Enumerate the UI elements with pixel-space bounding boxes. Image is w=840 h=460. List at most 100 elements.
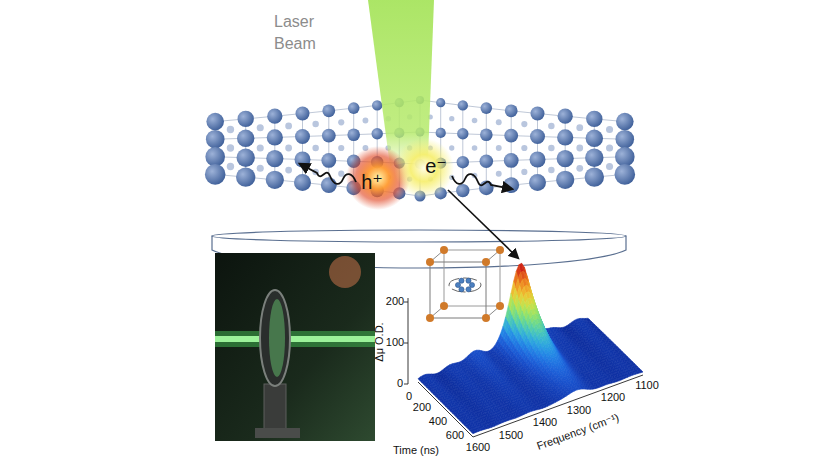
photo-base bbox=[255, 428, 300, 438]
lattice-atom bbox=[529, 174, 546, 191]
lattice-atom bbox=[504, 129, 518, 143]
lattice-ion bbox=[338, 171, 344, 177]
lattice-atom bbox=[456, 184, 469, 197]
lattice-ion bbox=[472, 118, 478, 124]
lattice-ion bbox=[606, 126, 613, 133]
lattice-atom bbox=[458, 100, 468, 110]
photo-beam-halo bbox=[215, 331, 375, 347]
lattice-atom bbox=[586, 130, 603, 147]
lattice-atom bbox=[348, 102, 360, 114]
lattice-ion bbox=[285, 123, 292, 130]
lattice-ion bbox=[312, 145, 319, 152]
lattice-atom bbox=[530, 152, 546, 168]
lattice-ion bbox=[576, 124, 583, 131]
lattice-ion bbox=[449, 145, 454, 150]
lattice-atom bbox=[372, 100, 382, 110]
hole-diffusion-arrow bbox=[300, 164, 356, 184]
lattice-ion bbox=[257, 144, 264, 151]
lattice-atom bbox=[615, 164, 636, 185]
lattice-atom bbox=[457, 128, 468, 139]
lattice-atom bbox=[481, 102, 493, 114]
photo-beam-core bbox=[215, 336, 375, 342]
lattice-atom bbox=[531, 107, 545, 121]
lattice-ion bbox=[285, 167, 292, 174]
lattice-ion bbox=[338, 145, 344, 151]
substrate-top bbox=[212, 230, 626, 242]
lattice-atom bbox=[585, 149, 603, 167]
photo-post bbox=[264, 384, 286, 434]
lattice-atom bbox=[557, 150, 574, 167]
photo-lens-mount bbox=[260, 290, 290, 386]
lattice-atom bbox=[321, 153, 336, 168]
lattice-ion bbox=[227, 144, 234, 151]
lattice-atom bbox=[267, 129, 283, 145]
lattice-atom bbox=[295, 129, 310, 144]
lattice-ion bbox=[285, 145, 292, 152]
lattice-atom bbox=[206, 130, 225, 149]
electron-glow bbox=[394, 138, 454, 198]
lattice-atom bbox=[503, 177, 519, 193]
lattice-ion bbox=[257, 124, 264, 131]
lattice-atom bbox=[267, 109, 282, 124]
lattice-ion bbox=[521, 121, 527, 127]
lattice-atom bbox=[372, 128, 383, 139]
lab-photo bbox=[215, 253, 375, 441]
photo-lens bbox=[269, 299, 285, 377]
lattice-atom bbox=[322, 104, 335, 117]
lattice-ion bbox=[548, 123, 555, 129]
photo-reflection bbox=[329, 256, 361, 288]
lattice-atom bbox=[436, 98, 445, 107]
lattice-ion bbox=[449, 116, 454, 121]
lattice-ion bbox=[496, 119, 502, 125]
lattice-ion bbox=[606, 144, 613, 151]
lattice-atom bbox=[615, 147, 635, 167]
lattice-atom bbox=[237, 130, 254, 147]
lattice-ion bbox=[363, 118, 369, 124]
pointer-arrow bbox=[448, 190, 518, 258]
lattice-atom bbox=[347, 128, 360, 141]
lattice-ion bbox=[576, 145, 583, 152]
lattice-atom bbox=[205, 147, 225, 167]
lattice-atom bbox=[480, 128, 493, 141]
lattice-atom bbox=[322, 129, 336, 143]
lattice-atom bbox=[585, 167, 604, 186]
lattice-atom bbox=[237, 149, 255, 167]
lattice-atom bbox=[480, 155, 494, 169]
lattice-ion bbox=[548, 167, 555, 174]
lattice-atom bbox=[266, 150, 283, 167]
electron-diffusion-arrow bbox=[452, 174, 512, 189]
lattice-atom bbox=[556, 171, 574, 189]
lattice-ion bbox=[496, 145, 502, 151]
lattice-atom bbox=[616, 113, 634, 131]
lattice-ion bbox=[548, 145, 555, 152]
lattice-atom bbox=[504, 153, 519, 168]
lattice-ion bbox=[606, 163, 613, 170]
lattice-atom bbox=[236, 167, 255, 186]
lattice-atom bbox=[586, 111, 602, 127]
lattice-ion bbox=[338, 119, 344, 125]
lattice-atom bbox=[296, 107, 310, 121]
lattice-atom bbox=[558, 109, 573, 124]
spectral-surface bbox=[418, 263, 643, 433]
lattice-atom bbox=[321, 177, 337, 193]
lattice-ion bbox=[257, 165, 264, 172]
lattice-atom bbox=[530, 129, 545, 144]
lattice-atom bbox=[294, 174, 311, 191]
lattice-ion bbox=[472, 145, 478, 151]
lattice-ion bbox=[312, 121, 319, 128]
lattice-atom bbox=[238, 111, 254, 127]
lattice-atom bbox=[266, 171, 284, 189]
lattice-atom bbox=[205, 164, 226, 185]
lattice-ion bbox=[496, 171, 502, 177]
lattice-ion bbox=[576, 165, 583, 172]
lattice-atom bbox=[436, 128, 446, 138]
photo-ground bbox=[215, 253, 375, 441]
lattice-atom bbox=[206, 113, 224, 131]
lattice-atom bbox=[457, 156, 469, 168]
lattice-ion bbox=[521, 169, 527, 175]
lattice-ion bbox=[521, 145, 527, 151]
lattice-atom bbox=[616, 130, 635, 149]
lattice-ion bbox=[227, 126, 234, 133]
